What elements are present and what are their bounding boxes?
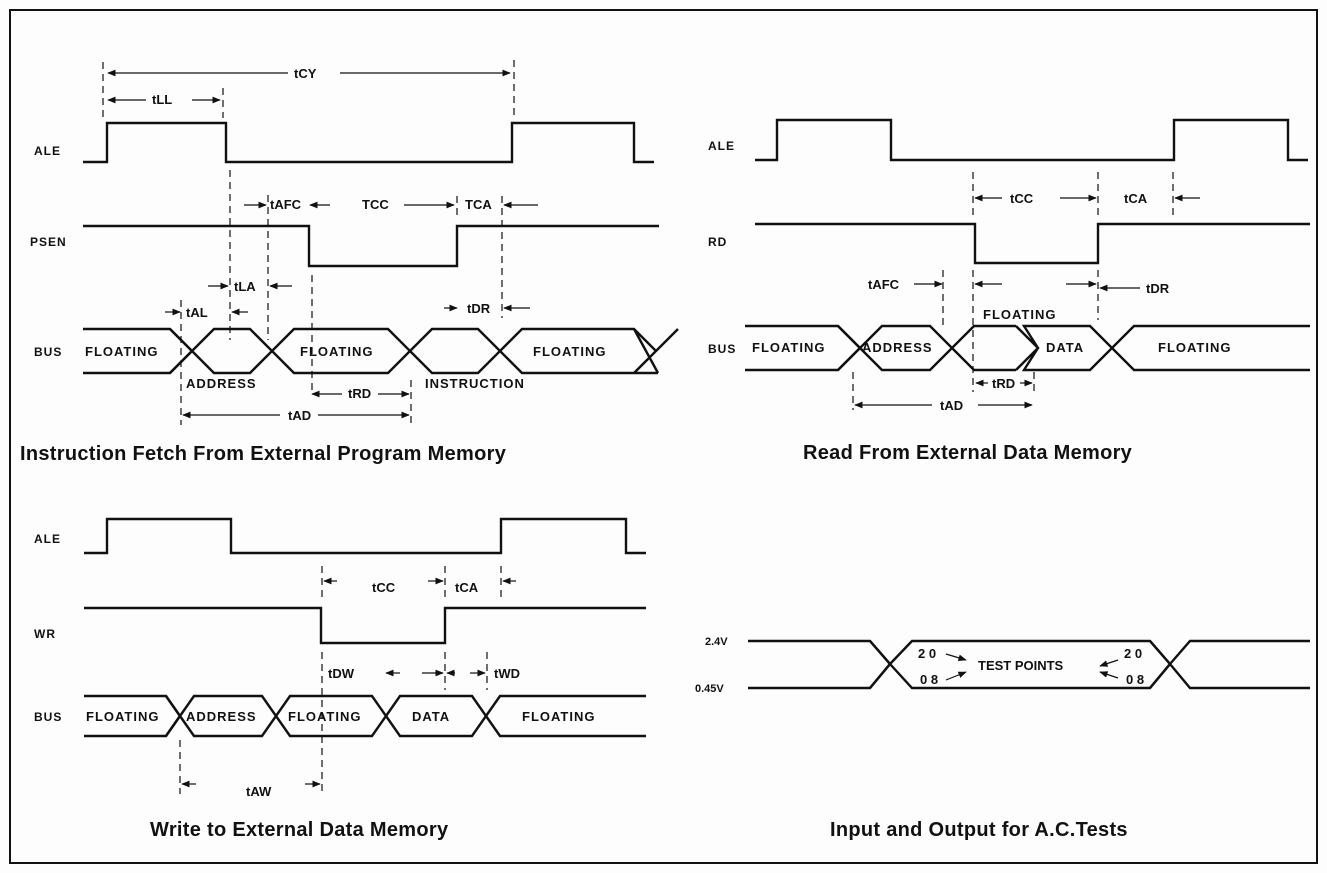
bus-data-segment [1015,324,1114,372]
signal-label-bus: BUS [708,342,736,356]
bus-floating-segment-3 [499,327,679,375]
timing-tafc: tAFC [270,197,302,212]
timing-trd: tRD [348,386,371,401]
timing-tdr: tDR [467,301,491,316]
caption-read-data: Read From External Data Memory [803,442,1133,464]
bus-label-floating-above: FLOATING [983,307,1056,322]
psen-waveform [83,224,659,268]
bus-label-address: ADDRESS [186,709,257,724]
timing-tla: tLA [234,279,256,294]
bus-label-instruction: INSTRUCTION [425,376,525,391]
bus-label-floating-2: FLOATING [288,709,361,724]
timing-tad: tAD [940,398,963,413]
bus-floating-segment-3 [485,694,646,738]
caption-ac-tests: Input and Output for A.C.Tests [830,819,1128,841]
bus-label-floating: FLOATING [85,344,158,359]
voltage-label-low: 0.45V [695,683,724,695]
panel-read-data: ALE RD BUS FLOATING ADDRESS DATA FLOATIN… [708,118,1310,464]
timing-tcc: tCC [372,580,396,595]
panel-instruction-fetch: ALE PSEN BUS FLOATING FLOATING FLOATING … [20,60,679,465]
level-label: 0 8 [920,672,938,687]
panel-ac-tests: 2.4V 0.45V 2 0 0 8 TEST POINTS 2 0 0 8 I… [695,636,1310,841]
caption-write-data: Write to External Data Memory [150,819,449,841]
ac-waveform-left [748,639,892,690]
bus-label-floating-2: FLOATING [1158,340,1231,355]
level-arrow [945,653,967,662]
bus-label-data: DATA [1046,340,1084,355]
level-arrow [1099,659,1119,667]
signal-label-ale: ALE [34,144,61,158]
timing-tad: tAD [288,408,311,423]
timing-tca: TCA [465,197,492,212]
timing-tca: tCA [1124,191,1148,206]
caption-instruction-fetch: Instruction Fetch From External Program … [20,443,507,465]
bus-label-floating: FLOATING [86,709,159,724]
timing-tll: tLL [152,92,172,107]
bus-instruction-segment [409,327,502,375]
voltage-label-high: 2.4V [705,636,728,648]
timing-tdw: tDW [328,666,355,681]
timing-tafc: tAFC [868,277,900,292]
outer-frame [9,9,1318,864]
signal-label-wr: WR [34,627,56,641]
level-label: 0 8 [1126,672,1144,687]
signal-label-rd: RD [708,235,727,249]
timing-twd: tWD [494,666,520,681]
rd-waveform [755,222,1310,265]
timing-tcy: tCY [294,66,317,81]
signal-label-ale: ALE [34,532,61,546]
bus-floating-segment-2 [1111,324,1310,372]
signal-label-psen: PSEN [30,235,67,249]
signal-label-bus: BUS [34,345,62,359]
timing-trd: tRD [992,376,1015,391]
timing-tcc: TCC [362,197,389,212]
bus-address-segment [169,327,274,375]
bus-label-address: ADDRESS [862,340,933,355]
bus-floating-gap [951,324,1016,372]
bus-label-floating: FLOATING [752,340,825,355]
level-arrow [945,671,967,681]
ale-waveform [83,121,654,164]
timing-taw: tAW [246,784,272,799]
bus-label-address: ADDRESS [186,376,257,391]
test-points-label: TEST POINTS [978,658,1064,673]
timing-tdr: tDR [1146,281,1170,296]
ale-waveform [84,517,646,555]
panel-write-data: ALE WR BUS FLOATING ADDRESS FLOATING DAT… [34,517,646,841]
ale-waveform [755,118,1308,162]
wr-waveform [84,606,646,645]
bus-label-floating-3: FLOATING [533,344,606,359]
level-arrow [1099,671,1119,679]
signal-label-bus: BUS [34,710,62,724]
signal-label-ale: ALE [708,139,735,153]
bus-label-data: DATA [412,709,450,724]
level-label: 2 0 [1124,646,1142,661]
bus-label-floating-3: FLOATING [522,709,595,724]
timing-tal: tAL [186,305,208,320]
timing-tcc: tCC [1010,191,1034,206]
timing-tca: tCA [455,580,479,595]
ac-waveform-right [1149,639,1310,690]
level-label: 2 0 [918,646,936,661]
bus-label-floating-2: FLOATING [300,344,373,359]
